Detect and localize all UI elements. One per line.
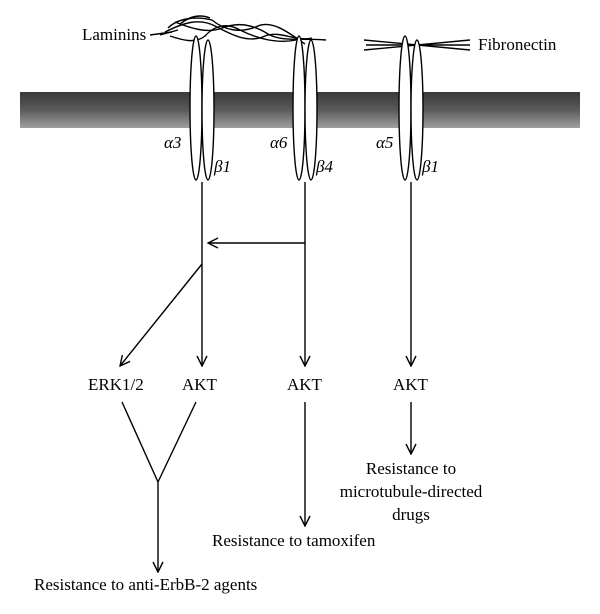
anti-erbb2-outcome-label: Resistance to anti-ErbB-2 agents (34, 575, 257, 594)
akt-label-3: AKT (393, 375, 429, 394)
fibronectin-label: Fibronectin (478, 35, 557, 54)
beta1-label-right: β1 (421, 157, 439, 176)
microtubule-line-2: microtubule-directed (340, 482, 483, 501)
to-erk-arrow (120, 263, 203, 366)
microtubule-line-3: drugs (392, 505, 430, 524)
laminins-pointer (149, 31, 173, 36)
erk-label: ERK1/2 (88, 375, 144, 394)
integrin-a5b1 (398, 35, 424, 181)
beta1-label-left: β1 (213, 157, 231, 176)
erk-converge-line (121, 401, 159, 483)
alpha5-label: α5 (376, 133, 393, 152)
beta4-label: β4 (315, 157, 333, 176)
akt-converge-line (157, 401, 197, 483)
tamoxifen-outcome-label: Resistance to tamoxifen (212, 531, 376, 550)
microtubule-line-1: Resistance to (366, 459, 456, 478)
alpha3-label: α3 (164, 133, 181, 152)
alpha6-label: α6 (270, 133, 288, 152)
akt-label-1: AKT (182, 375, 218, 394)
laminin-fibers (159, 15, 327, 45)
integrin-a3b1 (189, 35, 215, 181)
akt-label-2: AKT (287, 375, 323, 394)
laminins-label: Laminins (82, 25, 146, 44)
integrin-a6b4 (292, 35, 318, 181)
